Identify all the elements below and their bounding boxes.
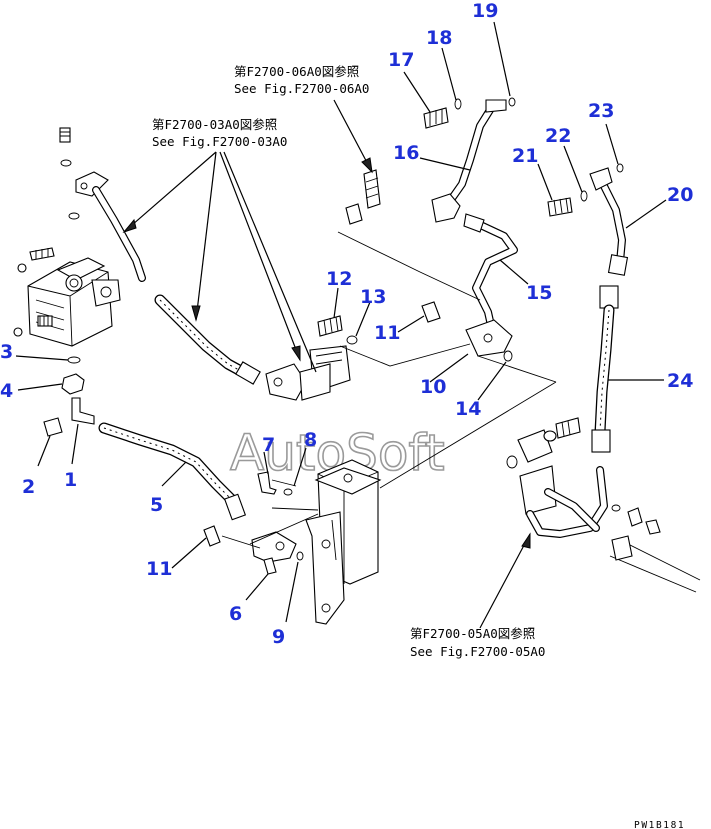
valve-block: [265, 345, 351, 401]
hose-15: [463, 213, 518, 334]
callout-13: 13: [360, 286, 386, 308]
callout-11-upper: 11: [374, 322, 400, 344]
ref-06A0-en: See Fig.F2700-06A0: [234, 81, 369, 96]
callout-23: 23: [588, 100, 614, 122]
callout-3: 3: [0, 341, 13, 363]
callout-4: 4: [0, 380, 13, 402]
callout-21: 21: [512, 145, 538, 167]
lower-fittings: [203, 471, 304, 575]
callout-17: 17: [388, 49, 414, 71]
callout-8: 8: [304, 429, 317, 451]
ref-03A0-jp: 第F2700-03A0図参照: [152, 117, 277, 132]
ref-06A0-jp: 第F2700-06A0図参照: [234, 64, 359, 79]
callout-7: 7: [262, 434, 275, 456]
hose-03A0: [154, 294, 261, 385]
ref-05A0-jp: 第F2700-05A0図参照: [410, 626, 535, 641]
callout-14: 14: [455, 398, 481, 420]
hose-5: [98, 422, 247, 521]
valve-10: [317, 301, 513, 362]
bracket-05A0: [506, 417, 701, 593]
connector-06A0: [345, 169, 381, 225]
pump-assembly: [13, 247, 121, 437]
callout-16: 16: [393, 142, 419, 164]
tube-20: [547, 163, 629, 276]
leader-lines: [15, 21, 667, 629]
callout-18: 18: [426, 27, 452, 49]
callout-1: 1: [64, 469, 77, 491]
drawing-code: PW1B181: [634, 820, 685, 829]
callout-22: 22: [545, 125, 571, 147]
ref-03A0-en: See Fig.F2700-03A0: [152, 134, 287, 149]
callout-6: 6: [229, 603, 242, 625]
upper-suction-pipe: [59, 127, 146, 282]
callout-9: 9: [272, 626, 285, 648]
callout-19: 19: [472, 0, 498, 22]
callout-2: 2: [22, 476, 35, 498]
callout-24: 24: [667, 370, 693, 392]
callout-5: 5: [150, 494, 163, 516]
callout-20: 20: [667, 184, 693, 206]
filter-assembly: [305, 459, 382, 625]
callout-15: 15: [526, 282, 552, 304]
tube-16: [423, 97, 516, 223]
hose-24: [591, 285, 619, 453]
callout-10: 10: [420, 376, 446, 398]
ref-05A0-en: See Fig.F2700-05A0: [410, 644, 545, 659]
callout-11-lower: 11: [146, 558, 172, 580]
callout-12: 12: [326, 268, 352, 290]
